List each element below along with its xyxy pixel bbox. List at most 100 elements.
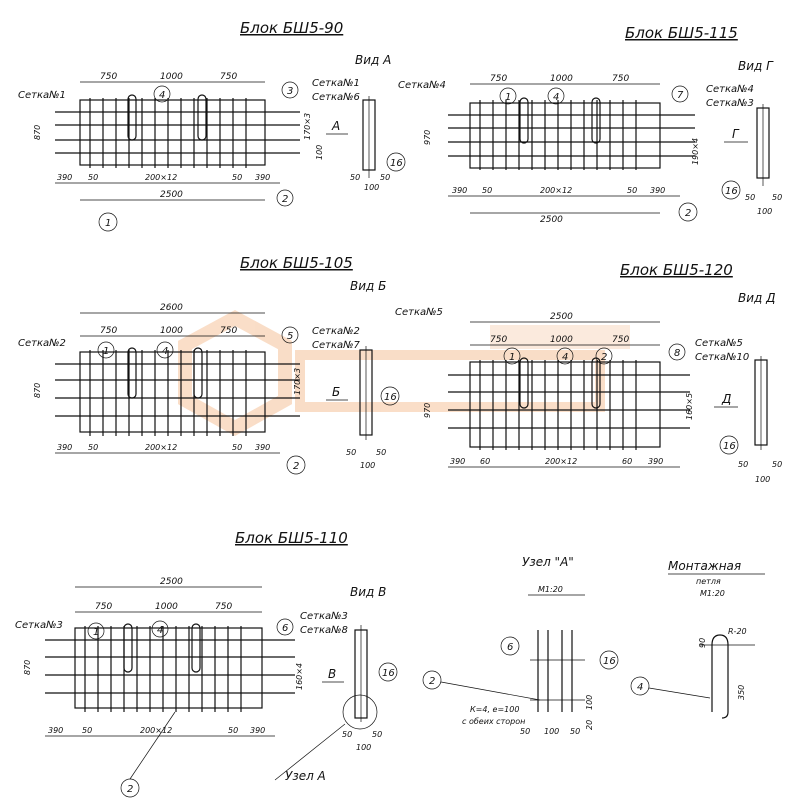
dim-bottom: 50 [627,186,637,195]
svg-text:2: 2 [685,208,691,219]
svg-text:16: 16 [723,441,736,452]
dim-bottom: 50 [228,726,238,735]
mesh-label: Сетка№3 [706,98,754,109]
lifting-loop [519,97,529,144]
view-label: Вид В [350,585,386,599]
section-dim: 50 [745,193,755,202]
svg-text:2: 2 [293,461,299,472]
rebar-grid [448,360,690,450]
dim-top: 1000 [155,602,178,612]
dim-top: 750 [612,74,629,84]
dim-bottom: 390 [255,173,270,182]
svg-text:4: 4 [162,346,168,357]
dim-top: 750 [95,602,112,612]
view-label: Вид Б [350,279,386,293]
mesh-label: Сетка№3 [15,620,63,631]
callout-marker: 3 [281,81,299,99]
svg-text:16: 16 [382,668,395,679]
svg-text:16: 16 [390,158,403,169]
callout-marker: 4 [153,85,171,103]
block-title: Блок БШ5-115 [625,24,738,42]
callout-marker: 2 [276,189,294,207]
rebar-grid [55,98,300,168]
block-bsh5-110: Блок БШ5-110 Вид В Сетка№3 Сетка№3 Сетка… [15,529,398,798]
lifting-loop [591,97,601,144]
loop-title2: петля [696,577,721,586]
section-dim: 100 [360,461,375,470]
callout-marker: 1 [499,87,517,105]
dim-top: 750 [612,335,629,345]
mesh-label: Сетка№3 [300,611,348,622]
rebar-grid [448,100,695,170]
callout-marker: 1 [97,341,115,359]
callout-marker: 2 [422,670,442,690]
view-label: Вид Д [738,291,776,305]
callout-marker: 2 [595,347,613,365]
svg-text:16: 16 [603,656,616,667]
section-dim: 50 [346,448,356,457]
dim-bottom: 390 [648,457,663,466]
node-title: Узел "А" [522,555,574,569]
dim-top: 750 [215,602,232,612]
node-note: К=4, е=100 [470,705,519,714]
side-dim: 160×4 [295,663,304,690]
view-label: Вид А [355,53,391,67]
svg-text:4: 4 [553,92,559,103]
view-label: Вид Г [738,59,774,73]
svg-text:2: 2 [601,352,607,363]
dim-bottom: 200×12 [545,457,577,466]
lifting-loop [519,357,529,409]
rebar-grid [55,350,300,436]
loop-dim: 350 [737,685,746,700]
section-letter: Б [332,385,340,399]
node-note: с обеих сторон [462,717,525,726]
dim-height: 870 [33,383,42,398]
loop-dim: 90 [698,638,707,648]
lifting-loop [197,94,207,141]
svg-text:6: 6 [507,642,513,653]
section-dim: 100 [757,207,772,216]
svg-text:2: 2 [429,676,435,687]
dim-bottom: 50 [232,443,242,452]
section-dim: 50 [772,193,782,202]
dim-bottom: 60 [622,457,632,466]
dim-height: 970 [423,130,432,145]
svg-text:16: 16 [725,186,738,197]
loop-radius: R-20 [728,627,747,636]
section-letter: Г [732,127,740,141]
dim-bottom: 390 [450,457,465,466]
dim-top: 750 [220,326,237,336]
section-letter: Д [721,392,731,406]
svg-text:4: 4 [157,625,163,636]
svg-text:7: 7 [677,90,684,101]
section-dim: 100 [356,743,371,752]
dim-bottom: 200×12 [145,173,177,182]
section-dim: 50 [376,448,386,457]
block-outline [469,102,661,169]
lifting-loop [127,94,137,141]
dim-bottom: 390 [650,186,665,195]
side-dim: 190×4 [691,138,700,165]
side-dim: 100 [315,145,324,160]
block-bsh5-120: Блок БШ5-120 Вид Д Сетка№5 Сетка№5 Сетка… [395,261,782,484]
svg-text:4: 4 [159,90,165,101]
section-dim: 100 [755,475,770,484]
loop-shape [711,634,729,719]
block-bsh5-90: Блок БШ5-90 Вид А Сетка№1 Сетка№1 Сетка№… [18,19,406,232]
dim-total: 2500 [550,312,573,322]
block-outline [74,627,263,709]
side-dim: 170×3 [303,113,312,140]
callout-marker: 16 [380,386,400,406]
mesh-label: Сетка№2 [312,326,360,337]
svg-text:2: 2 [127,784,133,795]
dim-bottom: 50 [88,443,98,452]
node-a-circle [342,694,378,730]
callout-marker: 7 [671,85,689,103]
node-scale: М1:20 [538,585,563,594]
section-dim: 50 [772,460,782,469]
dim-total: 2600 [160,303,183,313]
node-a-detail: Узел "А" М1:20 6 16 2 К=4, е=100 с обеих… [422,555,619,736]
mesh-label: Сетка№5 [395,307,443,318]
callout-marker: 4 [630,676,650,696]
